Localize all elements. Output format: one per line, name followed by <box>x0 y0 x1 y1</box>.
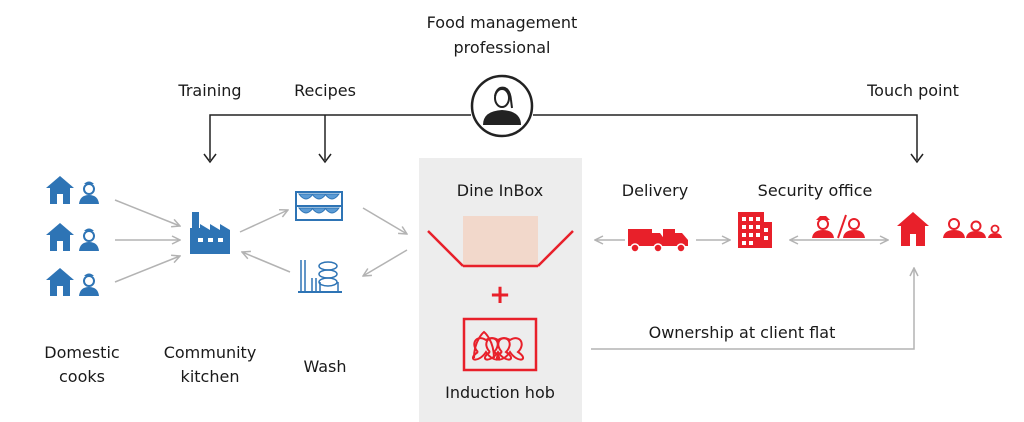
rack-to-kitchen-arrow <box>242 252 291 273</box>
dine-inbox-lid-left <box>427 230 464 267</box>
dine-inbox-panel <box>419 158 582 422</box>
wash-label: Wash <box>303 357 346 376</box>
cooks-to-kitchen-arrow <box>114 199 180 226</box>
client-home-icon <box>897 212 929 246</box>
training-arrowhead <box>203 153 217 164</box>
ownership-arrow <box>591 268 914 350</box>
dine-inbox-box <box>463 216 538 266</box>
office-building-icon <box>738 212 772 248</box>
dish-rack-icon <box>298 260 342 293</box>
training-label: Training <box>177 81 241 100</box>
touch-point-arrowhead <box>910 153 924 164</box>
factory-icon <box>190 212 230 254</box>
delivery-label: Delivery <box>622 181 688 200</box>
security-guards-icon <box>812 214 865 239</box>
security-office-label: Security office <box>758 181 873 200</box>
recipes-label: Recipes <box>294 81 356 100</box>
community-kitchen-label-line1: Community <box>164 343 257 362</box>
domestic-cooks-label-line1: Domestic <box>44 343 119 362</box>
professional-label-line2: professional <box>454 38 551 57</box>
community-kitchen-label-line2: kitchen <box>181 367 240 386</box>
touch-point-line <box>533 114 918 160</box>
plus-sign: + <box>489 280 511 310</box>
ownership-label: Ownership at client flat <box>649 323 836 342</box>
bowls-to-dinebox-arrow <box>362 207 407 234</box>
cooks-to-kitchen-arrow <box>114 256 180 283</box>
female-professional-icon <box>470 74 534 138</box>
training-line <box>209 114 471 160</box>
house-with-cook-icon <box>46 223 99 251</box>
domestic-cooks-label-line2: cooks <box>59 367 105 386</box>
delivery-truck-icon <box>628 229 688 253</box>
professional-label-line1: Food management <box>427 13 578 32</box>
induction-hob-label: Induction hob <box>445 383 555 402</box>
touch-point-label: Touch point <box>866 81 959 100</box>
kitchen-to-bowls-arrow <box>239 210 288 233</box>
family-icon <box>943 218 1002 238</box>
dinebox-to-rack-arrow <box>363 249 408 276</box>
house-with-cook-icon <box>46 176 99 204</box>
dine-inbox-lid-right <box>537 230 574 267</box>
dine-inbox-label: Dine InBox <box>457 181 543 200</box>
stacked-bowls-icon <box>295 191 343 221</box>
induction-hob-icon <box>462 317 538 372</box>
recipes-arrowhead <box>318 153 332 164</box>
house-with-cook-icon <box>46 268 99 296</box>
